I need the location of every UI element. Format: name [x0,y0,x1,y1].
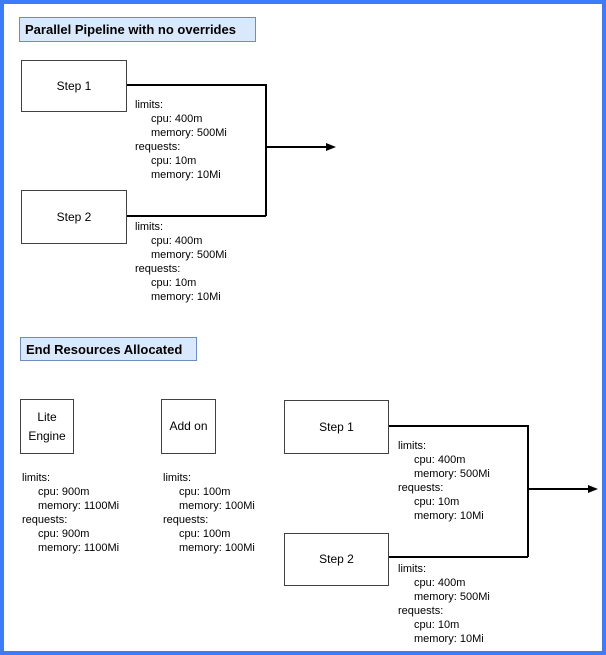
section2-lite-engine-resources: limits: cpu: 900m memory: 1100Mi requests: c… [22,471,119,555]
resource-line: cpu: 10m [151,277,197,289]
resource-line: requests: [135,141,181,153]
section2-step1-label: Step 1 [319,419,354,434]
resource-line: requests: [22,514,68,526]
section2-connector-step2-line [389,556,528,558]
resource-line: limits: [135,221,164,233]
resource-line: cpu: 100m [179,528,231,540]
section1-step1-node: Step 1 [21,60,127,112]
resource-line: memory: 10Mi [151,169,221,181]
section2-output-arrowhead-icon [588,484,598,493]
section1-output-arrowhead-icon [326,142,336,151]
section2-connector-step1-line [389,425,528,427]
resource-line: cpu: 900m [38,528,90,540]
section1-step2-label: Step 2 [56,209,92,224]
resource-line: memory: 10Mi [414,510,484,522]
resource-line: limits: [398,440,427,452]
resource-line: limits: [398,563,427,575]
resource-line: limits: [163,472,192,484]
section2-lite-engine-label-line2: Engine [28,428,66,443]
resource-line: memory: 500Mi [151,127,227,139]
section2-addon-label: Add on [169,419,208,433]
resource-line: memory: 1100Mi [38,500,120,512]
resource-line: cpu: 10m [151,155,197,167]
resource-line: cpu: 10m [414,496,460,508]
resource-line: memory: 100Mi [179,500,255,512]
section1-step1-label: Step 1 [56,78,92,93]
section2-addon-node: Add on [161,399,216,454]
resource-line: memory: 10Mi [151,291,221,303]
section2-lite-engine-node: Lite Engine [20,399,74,454]
section2-step2-node: Step 2 [284,533,389,586]
section1-output-arrow-line [265,146,326,148]
resource-line: limits: [22,472,51,484]
section2-addon-resources: limits: cpu: 100m memory: 100Mi requests: cp… [163,471,255,555]
resource-line: memory: 500Mi [151,249,227,261]
resource-line: cpu: 400m [151,113,203,125]
section1-step2-resources: limits: cpu: 400m memory: 500Mi requests: cp… [135,220,227,304]
section1-connector-step1-line [127,84,266,86]
resource-line: memory: 1100Mi [38,542,120,554]
section2-step2-resources: limits: cpu: 400m memory: 500Mi requests: cp… [398,562,490,646]
section1-title: Parallel Pipeline with no overrides [19,17,256,42]
section2-lite-engine-label-line1: Lite [37,409,57,424]
section2-step1-node: Step 1 [284,400,389,454]
section2-step2-label: Step 2 [319,552,354,566]
resource-line: cpu: 10m [414,619,460,631]
resource-line: cpu: 100m [179,486,231,498]
section1-connector-step2-line [127,215,266,217]
resource-line: cpu: 400m [151,235,203,247]
resource-line: cpu: 400m [414,454,466,466]
section1-step2-node: Step 2 [21,190,127,244]
resource-line: requests: [398,605,444,617]
section1-connector-vertical-line [265,84,267,216]
section1-step1-resources: limits: cpu: 400m memory: 500Mi requests: cp… [135,98,227,182]
resource-line: requests: [163,514,209,526]
section2-output-arrow-line [527,488,588,490]
resource-line: memory: 500Mi [414,468,490,480]
resource-line: requests: [135,263,181,275]
section2-title: End Resources Allocated [20,337,197,361]
resource-line: requests: [398,482,444,494]
resource-line: limits: [135,99,164,111]
resource-line: memory: 500Mi [414,591,490,603]
resource-line: cpu: 900m [38,486,90,498]
resource-line: memory: 10Mi [414,633,484,645]
section2-step1-resources: limits: cpu: 400m memory: 500Mi requests: cp… [398,439,490,523]
resource-line: cpu: 400m [414,577,466,589]
resource-line: memory: 100Mi [179,542,255,554]
section2-connector-vertical-line [527,425,529,557]
